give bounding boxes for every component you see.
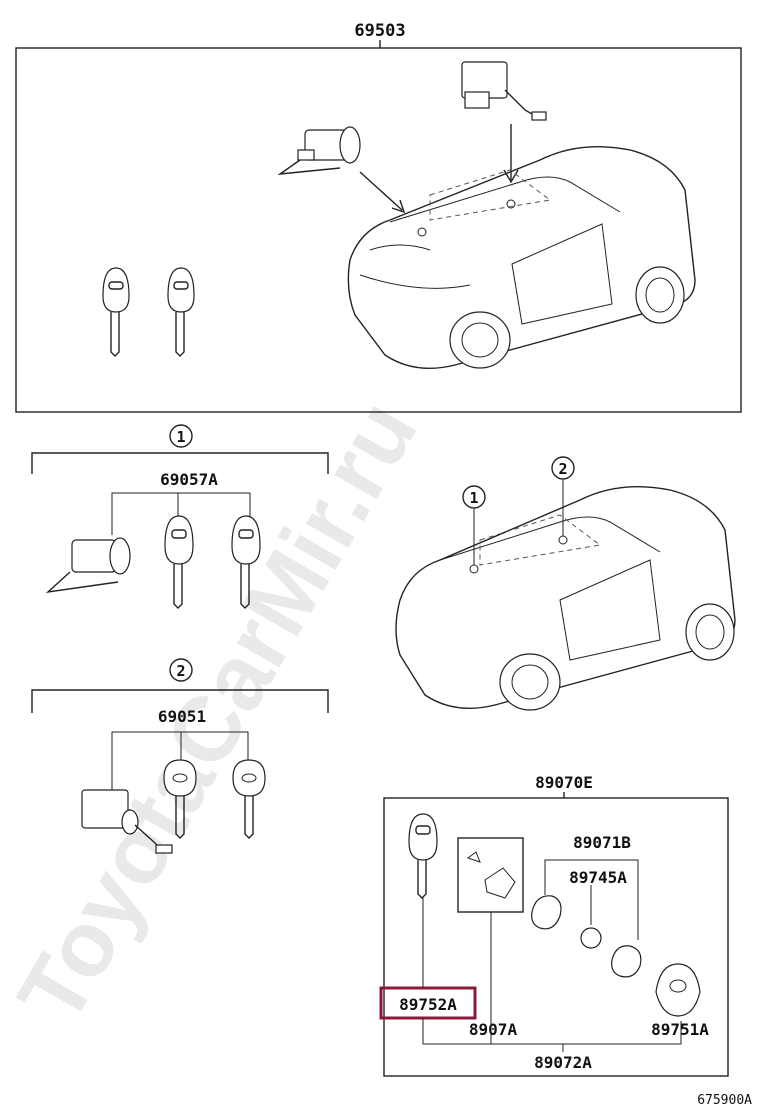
group-69051: 2 69051 — [31, 658, 329, 854]
car-marker-2-text: 2 — [558, 460, 567, 478]
marker-1-text: 1 — [176, 428, 185, 446]
group-69503: 69503 — [15, 21, 742, 413]
key-icon — [163, 759, 197, 839]
ignition-switch-icon — [461, 61, 547, 121]
ignition-switch-icon — [81, 789, 173, 854]
key-head-icon — [655, 963, 701, 1017]
key-icon — [102, 267, 130, 357]
key-icon — [231, 515, 261, 609]
group-69057A: 1 69057A — [31, 424, 329, 609]
marker-2-text: 2 — [176, 662, 185, 680]
label-69057A[interactable]: 69057A — [160, 470, 218, 489]
label-69051[interactable]: 69051 — [158, 707, 206, 726]
door-lock-cylinder-icon — [45, 537, 131, 594]
watermark-text: ToyotaCarMir.ru — [0, 384, 437, 1040]
door-lock-cylinder-icon — [277, 126, 361, 175]
label-89745A[interactable]: 89745A — [569, 868, 627, 887]
group-box-69503 — [15, 47, 742, 413]
label-89071B[interactable]: 89071B — [573, 833, 631, 852]
car-illustration-markers: 1 2 — [395, 456, 736, 711]
marker-2 — [169, 658, 193, 682]
car-marker-1-text: 1 — [469, 489, 478, 507]
label-89072A[interactable]: 89072A — [534, 1053, 592, 1072]
diagram-code: 675900A — [697, 1093, 752, 1108]
label-69503[interactable]: 69503 — [354, 21, 405, 41]
label-8907A[interactable]: 8907A — [469, 1020, 518, 1039]
car-marker-2 — [551, 456, 575, 480]
group-box-89070E — [383, 797, 729, 1077]
highlight-89752A — [379, 986, 477, 1020]
marker-1 — [169, 424, 193, 448]
arrow-icon — [359, 171, 406, 214]
car-illustration — [347, 146, 696, 370]
transmitter-cover-icon — [611, 945, 642, 978]
transmitter-board-box — [457, 837, 524, 913]
car-marker-1 — [462, 485, 486, 509]
transmitter-housing-icon — [531, 895, 562, 930]
key-icon — [167, 267, 195, 357]
key-icon — [408, 813, 438, 899]
key-icon — [164, 515, 194, 609]
battery-icon — [580, 927, 602, 949]
label-89752A[interactable]: 89752A — [399, 995, 457, 1014]
label-89070E[interactable]: 89070E — [535, 773, 593, 792]
key-icon — [232, 759, 266, 839]
label-89751A[interactable]: 89751A — [651, 1020, 709, 1039]
group-89070E: 89070E 89071B 89745A 89752A 8907A 89751A… — [379, 773, 729, 1077]
